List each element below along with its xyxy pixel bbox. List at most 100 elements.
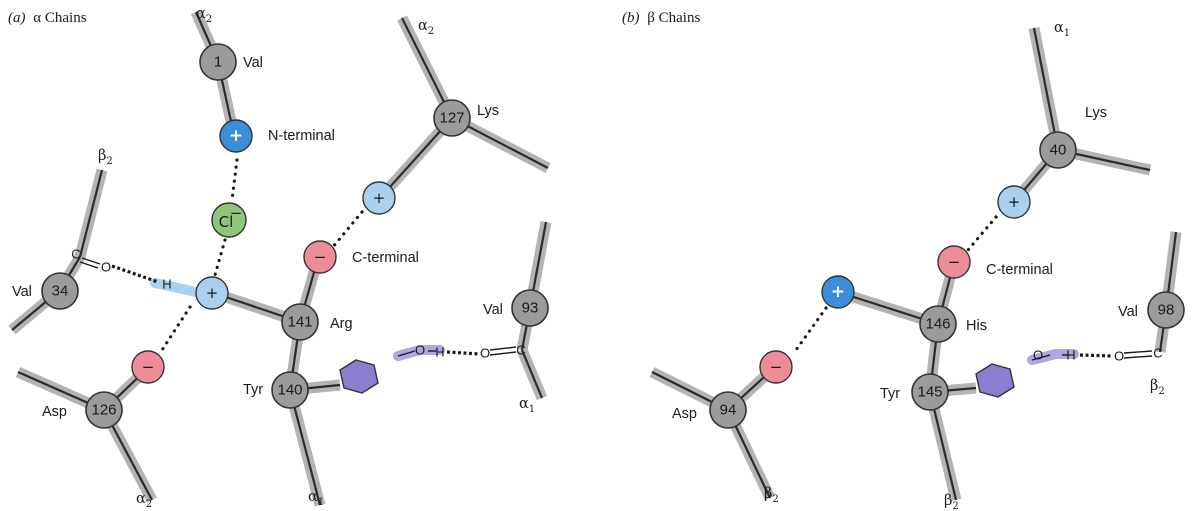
residue-tyr145: 145 Tyr	[880, 373, 949, 411]
atom-o-tyr140: O	[415, 343, 425, 358]
svg-text:Asp: Asp	[42, 404, 67, 420]
residue-val93: 93 Val	[483, 289, 549, 327]
residue-val98: 98 Val	[1118, 291, 1185, 329]
panel-a-title: (a) α Chains	[8, 10, 87, 26]
asp126-charge: −	[131, 350, 165, 384]
chain-label-a-val34: β2	[98, 148, 113, 167]
svg-text:−: −	[314, 248, 327, 266]
arg141-h-highlight	[150, 278, 201, 297]
residue-val34: 34 Val	[12, 272, 79, 310]
asp94-charge: −	[759, 350, 793, 384]
atom-h-arg141: H	[162, 277, 171, 292]
arg141-charge: +	[195, 276, 229, 310]
chain-label-a-val93: α1	[519, 396, 535, 415]
dots-lys40-cterm	[966, 215, 998, 252]
svg-text:Lys: Lys	[1085, 105, 1107, 121]
svg-text:Val: Val	[243, 55, 263, 71]
chain-label-b-tyr145: β2	[944, 493, 959, 511]
svg-text:His: His	[966, 318, 987, 334]
svg-text:+: +	[206, 284, 219, 302]
chain-label-a-lys127: α2	[418, 18, 434, 37]
svg-text:146: 146	[925, 316, 950, 333]
n-terminal-charge: +	[219, 119, 253, 153]
panel-b: (b) β Chains	[622, 10, 1185, 511]
svg-text:−: −	[770, 358, 783, 376]
label-c-terminal-b: C-terminal	[986, 262, 1053, 278]
panel-b-title: (b) β Chains	[622, 10, 700, 26]
dots-cl-arg	[213, 238, 227, 277]
residue-lys127: 127 Lys	[433, 99, 499, 137]
his146-charge: +	[821, 275, 855, 309]
atom-c-val98: C	[1153, 346, 1162, 361]
hbond-tyr145-val98	[1079, 353, 1113, 358]
svg-text:+: +	[831, 282, 845, 302]
chain-label-b-asp94: β2	[764, 486, 779, 505]
panel-a: (a) α Chains	[8, 6, 552, 510]
chain-label-b-val98: β2	[1150, 378, 1165, 397]
chain-label-a-asp126: α2	[136, 491, 152, 510]
residue-val1: 1 Val	[199, 43, 263, 81]
svg-text:−: −	[948, 253, 961, 271]
panel-a-bonds	[8, 9, 552, 507]
svg-text:145: 145	[917, 384, 942, 401]
svg-text:+: +	[1008, 193, 1021, 211]
atom-o-val34: O	[101, 260, 111, 275]
tyr140-ring	[339, 359, 379, 394]
atom-o-tyr145: O	[1033, 348, 1043, 363]
svg-text:−: −	[142, 358, 155, 376]
svg-text:Arg: Arg	[330, 316, 353, 332]
svg-text:34: 34	[52, 283, 69, 300]
atom-h-tyr145: H	[1066, 348, 1075, 363]
dots-nterm-cl	[230, 158, 239, 202]
svg-text:126: 126	[91, 402, 116, 419]
svg-text:Asp: Asp	[672, 406, 697, 422]
lys40-charge: +	[997, 185, 1031, 219]
label-n-terminal: N-terminal	[268, 128, 335, 144]
chain-label-a-tyr140: α1	[308, 489, 324, 508]
residue-asp126: 126 Asp	[42, 391, 123, 429]
svg-text:−: −	[230, 204, 243, 222]
svg-text:98: 98	[1158, 302, 1175, 319]
residue-his146: 146 His	[919, 305, 987, 343]
svg-text:Lys: Lys	[477, 103, 499, 119]
dots-lys-cterm	[330, 210, 364, 250]
svg-text:+: +	[229, 126, 243, 146]
label-c-terminal-a: C-terminal	[352, 250, 419, 266]
svg-text:1: 1	[214, 54, 222, 71]
svg-text:Cl: Cl	[219, 213, 234, 231]
hbond-val34-arg141	[111, 264, 159, 284]
svg-text:Val: Val	[483, 302, 503, 318]
svg-text:Tyr: Tyr	[880, 386, 900, 402]
svg-text:Tyr: Tyr	[243, 382, 263, 398]
atom-h-tyr140: H	[435, 345, 444, 360]
dots-his-asp	[794, 306, 828, 352]
chain-label-b-lys40: α1	[1054, 20, 1070, 39]
atom-o-val93: O	[480, 346, 490, 361]
svg-text:127: 127	[439, 110, 464, 127]
residue-lys40: 40 Lys	[1039, 105, 1107, 169]
svg-text:94: 94	[720, 402, 737, 419]
atom-c-val93: C	[516, 343, 525, 358]
residue-tyr140: 140 Tyr	[243, 371, 309, 409]
chloride-ion: Cl −	[211, 202, 247, 238]
svg-text:140: 140	[277, 382, 302, 399]
hbond-tyr140-val93	[446, 350, 481, 356]
panel-b-bonds	[649, 26, 1182, 502]
svg-text:+: +	[373, 189, 386, 207]
lys127-charge: +	[362, 181, 396, 215]
tyr145-ring	[975, 363, 1015, 398]
atom-o-val98: O	[1114, 349, 1124, 364]
atom-c-val34: C	[71, 247, 80, 262]
residue-asp94: 94 Asp	[672, 391, 747, 429]
residue-arg141: 141 Arg	[281, 303, 353, 341]
dots-arg-asp	[160, 305, 192, 352]
svg-text:Val: Val	[12, 284, 32, 300]
svg-text:Val: Val	[1118, 304, 1138, 320]
c-terminal-b-charge: −	[937, 245, 971, 279]
svg-text:40: 40	[1050, 142, 1067, 159]
svg-text:141: 141	[287, 314, 312, 331]
svg-text:93: 93	[522, 300, 539, 317]
chain-label-a-val1: α2	[196, 6, 212, 25]
